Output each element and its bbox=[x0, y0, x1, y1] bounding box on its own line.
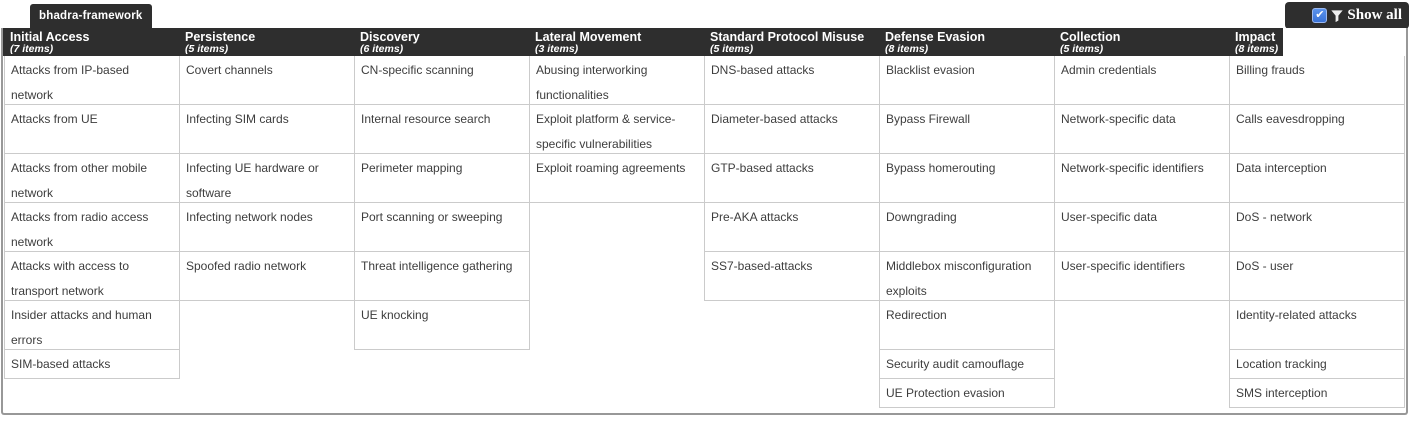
column-title: Impact bbox=[1235, 30, 1276, 44]
column-item-count: (5 items) bbox=[185, 43, 229, 55]
technique-cell[interactable]: Identity-related attacks bbox=[1229, 301, 1405, 350]
technique-cell[interactable]: Abusing interworking functionalities bbox=[529, 56, 705, 105]
column-header-impact: Impact(8 items) bbox=[1229, 28, 1404, 56]
technique-cell[interactable]: Exploit platform & service-specific vuln… bbox=[529, 105, 705, 154]
column-item-count: (3 items) bbox=[535, 43, 579, 55]
column-headers: Initial Access(7 items)Persistence(5 ite… bbox=[4, 28, 1404, 56]
column-item-count: (6 items) bbox=[360, 43, 404, 55]
column-item-count: (8 items) bbox=[885, 43, 929, 55]
technique-cell[interactable]: GTP-based attacks bbox=[704, 154, 880, 203]
technique-cell[interactable]: Billing frauds bbox=[1229, 56, 1405, 105]
technique-cell[interactable]: Covert channels bbox=[179, 56, 355, 105]
technique-cell[interactable]: Attacks from other mobile network bbox=[4, 154, 180, 203]
column-header-standard-protocol-misuse: Standard Protocol Misuse(5 items) bbox=[704, 28, 879, 56]
column-header-discovery: Discovery(6 items) bbox=[354, 28, 529, 56]
column-title: Defense Evasion bbox=[885, 30, 986, 44]
technique-cell[interactable]: Data interception bbox=[1229, 154, 1405, 203]
technique-cell[interactable]: Attacks from UE bbox=[4, 105, 180, 154]
technique-cell[interactable]: UE knocking bbox=[354, 301, 530, 350]
column-title: Standard Protocol Misuse bbox=[710, 30, 865, 44]
technique-cell[interactable]: SS7-based-attacks bbox=[704, 252, 880, 301]
column-item-count: (7 items) bbox=[10, 43, 54, 55]
technique-cell[interactable]: Infecting network nodes bbox=[179, 203, 355, 252]
technique-cell[interactable]: DNS-based attacks bbox=[704, 56, 880, 105]
technique-cell[interactable]: Infecting SIM cards bbox=[179, 105, 355, 154]
show-all-control[interactable]: ✔ Show all bbox=[1285, 2, 1409, 29]
technique-cell[interactable]: Port scanning or sweeping bbox=[354, 203, 530, 252]
technique-cell[interactable]: Diameter-based attacks bbox=[704, 105, 880, 154]
column-title: Persistence bbox=[185, 30, 256, 44]
technique-cell[interactable]: DoS - network bbox=[1229, 203, 1405, 252]
show-all-label: Show all bbox=[1347, 7, 1402, 23]
technique-cell[interactable]: Redirection bbox=[879, 301, 1055, 350]
tab-label: bhadra-framework bbox=[39, 10, 143, 22]
matrix-panel: Initial Access(7 items)Persistence(5 ite… bbox=[1, 28, 1408, 415]
technique-cell[interactable]: DoS - user bbox=[1229, 252, 1405, 301]
column-header-lateral-movement: Lateral Movement(3 items) bbox=[529, 28, 704, 56]
technique-cell[interactable]: Internal resource search bbox=[354, 105, 530, 154]
column-item-count: (8 items) bbox=[1235, 43, 1279, 55]
column-header-initial-access: Initial Access(7 items) bbox=[4, 28, 179, 56]
technique-cell[interactable]: Perimeter mapping bbox=[354, 154, 530, 203]
column-title: Lateral Movement bbox=[535, 30, 642, 44]
technique-cell[interactable]: Bypass Firewall bbox=[879, 105, 1055, 154]
technique-cell[interactable]: User-specific identifiers bbox=[1054, 252, 1230, 301]
column-header-collection: Collection(5 items) bbox=[1054, 28, 1229, 56]
filter-icon bbox=[1331, 9, 1344, 22]
technique-cell[interactable]: SMS interception bbox=[1229, 379, 1405, 408]
technique-cell[interactable]: Infecting UE hardware or software bbox=[179, 154, 355, 203]
technique-cell[interactable]: Calls eavesdropping bbox=[1229, 105, 1405, 154]
technique-cell[interactable]: Network-specific data bbox=[1054, 105, 1230, 154]
column-item-count: (5 items) bbox=[1060, 43, 1104, 55]
technique-cell[interactable]: Middlebox misconfiguration exploits bbox=[879, 252, 1055, 301]
technique-cell[interactable]: Location tracking bbox=[1229, 350, 1405, 379]
technique-cell[interactable]: Admin credentials bbox=[1054, 56, 1230, 105]
technique-cell[interactable]: User-specific data bbox=[1054, 203, 1230, 252]
column-header-persistence: Persistence(5 items) bbox=[179, 28, 354, 56]
technique-cell[interactable]: Insider attacks and human errors bbox=[4, 301, 180, 350]
technique-cell[interactable]: Attacks with access to transport network bbox=[4, 252, 180, 301]
column-header-defense-evasion: Defense Evasion(8 items) bbox=[879, 28, 1054, 56]
technique-cell[interactable]: Spoofed radio network bbox=[179, 252, 355, 301]
tab-bhadra-framework[interactable]: bhadra-framework bbox=[30, 4, 152, 28]
column-item-count: (5 items) bbox=[710, 43, 754, 55]
column-title: Discovery bbox=[360, 30, 420, 44]
technique-cell[interactable]: Pre-AKA attacks bbox=[704, 203, 880, 252]
technique-cell[interactable]: Exploit roaming agreements bbox=[529, 154, 705, 203]
technique-cell[interactable]: Attacks from IP-based network bbox=[4, 56, 180, 105]
show-all-checkbox[interactable]: ✔ bbox=[1312, 8, 1328, 23]
technique-cell[interactable]: CN-specific scanning bbox=[354, 56, 530, 105]
technique-cell[interactable]: Downgrading bbox=[879, 203, 1055, 252]
column-title: Initial Access bbox=[10, 30, 90, 44]
technique-cell[interactable]: Bypass homerouting bbox=[879, 154, 1055, 203]
technique-cell[interactable]: Attacks from radio access network bbox=[4, 203, 180, 252]
technique-cell[interactable]: SIM-based attacks bbox=[4, 350, 180, 379]
matrix-header-bar bbox=[3, 28, 1283, 56]
column-title: Collection bbox=[1060, 30, 1121, 44]
checkmark-icon: ✔ bbox=[1315, 9, 1325, 21]
technique-cell[interactable]: Network-specific identifiers bbox=[1054, 154, 1230, 203]
technique-cell[interactable]: Security audit camouflage bbox=[879, 350, 1055, 379]
technique-cell[interactable]: Threat intelligence gathering bbox=[354, 252, 530, 301]
technique-cell[interactable]: UE Protection evasion bbox=[879, 379, 1055, 408]
technique-cell[interactable]: Blacklist evasion bbox=[879, 56, 1055, 105]
